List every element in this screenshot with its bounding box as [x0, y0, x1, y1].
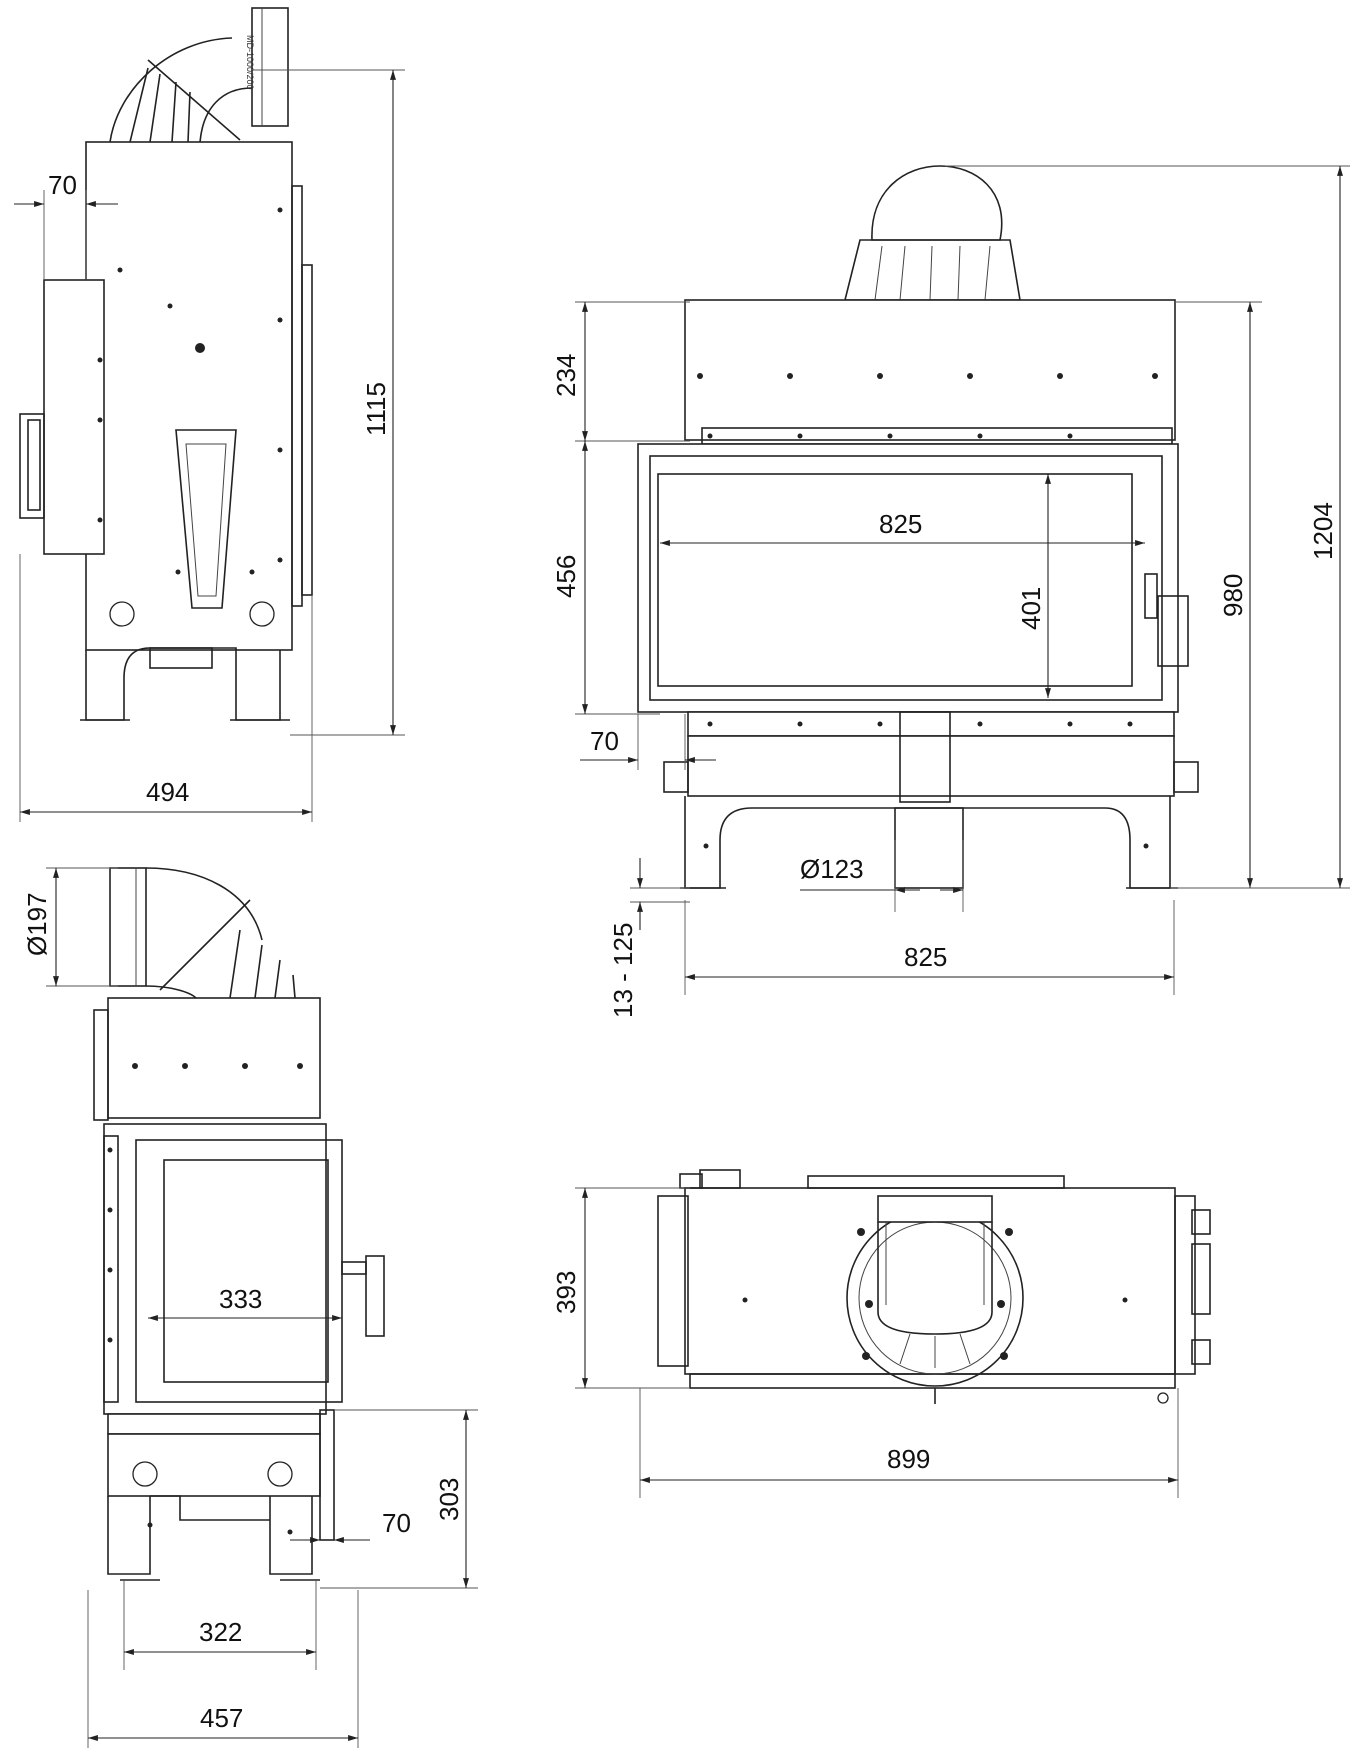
dim-1204: 1204 [945, 165, 1350, 889]
dim-197-label: Ø197 [22, 892, 52, 956]
dim-197: Ø197 [22, 867, 118, 987]
dim-70-label: 70 [48, 170, 77, 200]
dim-401-label: 401 [1016, 587, 1046, 630]
dim-70-side: 70 [290, 1508, 411, 1543]
dim-1115-label: 1115 [361, 382, 391, 436]
dim-70-top: 70 [14, 170, 118, 280]
dim-980: 980 [1170, 301, 1262, 889]
lower-section [687, 735, 1175, 797]
dim-899: 899 [639, 1388, 1179, 1498]
dim-825-inner-label: 825 [879, 509, 922, 539]
dim-457: 457 [87, 1590, 359, 1748]
dim-456-label: 456 [551, 555, 581, 598]
dim-825-bottom-label: 825 [904, 942, 947, 972]
dim-123-label: Ø123 [800, 854, 864, 884]
dim-401: 401 [1016, 474, 1051, 698]
flue-mark: MD-1000/200 [245, 35, 255, 90]
dim-13-125: 13 - 125 [608, 858, 690, 1018]
dim-333-label: 333 [219, 1284, 262, 1314]
dim-333: 333 [148, 1284, 342, 1321]
dim-1115: 1115 [252, 69, 405, 736]
air-channel [175, 429, 237, 609]
dim-494-label: 494 [146, 777, 189, 807]
dim-303: 303 [320, 1409, 478, 1589]
upper-hood [684, 299, 1176, 441]
dim-1204-label: 1204 [1308, 502, 1338, 560]
dim-494: 494 [19, 554, 313, 822]
dim-13-125-label: 13 - 125 [608, 923, 638, 1018]
dim-234: 234 [551, 301, 690, 442]
flue-pipe [109, 867, 147, 987]
side-panel [43, 279, 105, 555]
dim-456: 456 [551, 441, 660, 715]
flue-elbow: MD-1000/200 [109, 7, 289, 143]
flue-top [871, 165, 1003, 241]
body-casing [85, 141, 293, 651]
dim-70-side-label: 70 [382, 1508, 411, 1538]
dim-303-label: 303 [434, 1478, 464, 1521]
dim-457-label: 457 [200, 1703, 243, 1733]
dim-825-bottom: 825 [684, 900, 1175, 995]
dim-234-label: 234 [551, 354, 581, 397]
door-frame [637, 443, 1179, 713]
side-glass [163, 1159, 329, 1383]
dim-899-label: 899 [887, 1444, 930, 1474]
dim-825-inner: 825 [660, 509, 1145, 546]
glass-window [657, 473, 1133, 687]
dim-70-front: 70 [580, 714, 716, 770]
side-view-bottom: Ø197 333 303 70 322 457 [22, 867, 478, 1748]
side-view-top: MD-1000/200 [14, 7, 405, 822]
dim-393-label: 393 [551, 1271, 581, 1314]
dim-123: Ø123 [800, 840, 964, 912]
dim-70-front-label: 70 [590, 726, 619, 756]
door-frame-side [103, 1123, 327, 1415]
dim-322: 322 [123, 1580, 317, 1670]
dim-322-label: 322 [199, 1617, 242, 1647]
dim-393: 393 [551, 1187, 690, 1389]
top-view: 393 899 [551, 1169, 1211, 1498]
front-view: 234 456 825 401 980 1204 [551, 165, 1350, 1018]
dim-980-label: 980 [1218, 574, 1248, 617]
